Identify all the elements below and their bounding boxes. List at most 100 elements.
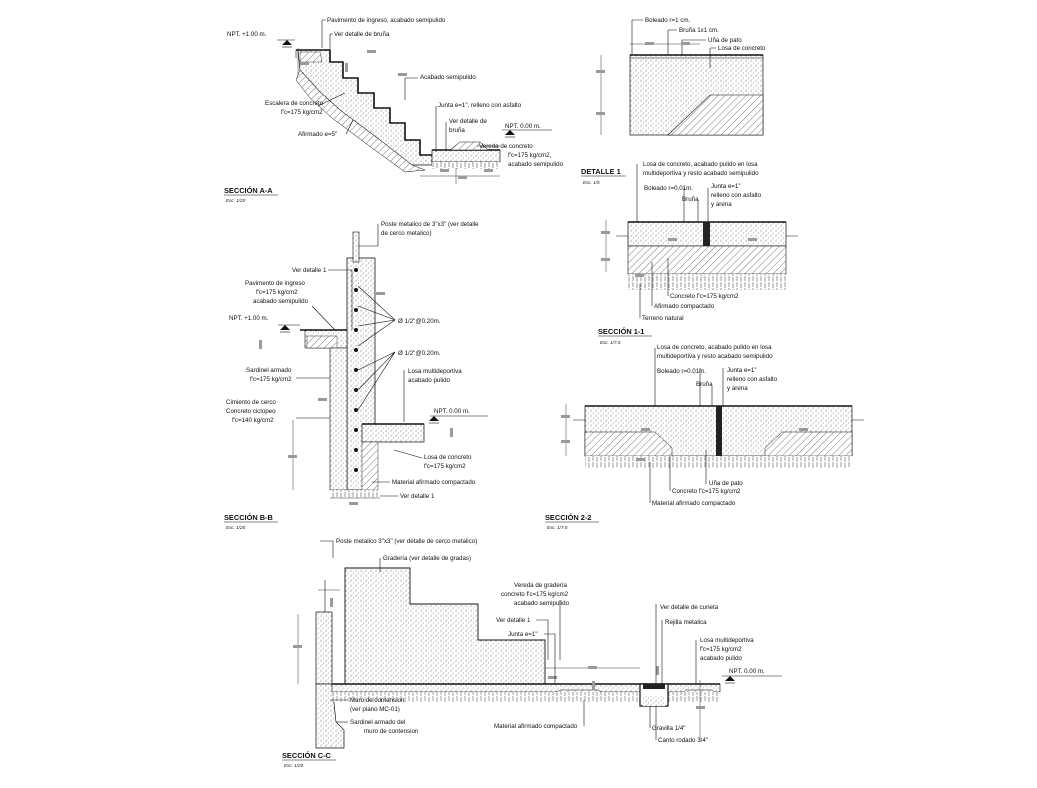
cc-label-muro-1: Muro de contension [350, 697, 405, 704]
cc-label-vereda-3: acabado semipulido [514, 600, 570, 607]
aa-label-vereda-1: Vereda de concreto [479, 143, 533, 150]
bb-npt-bottom: NPT. 0.00 m. [434, 408, 470, 415]
bb-label-ver-detalle-1: Ver detalle 1 [292, 267, 327, 274]
s22-label-junta-3: y arena [727, 385, 748, 392]
aa-label-vereda-3: acabado semipulido [508, 161, 564, 168]
s11-label-losa-1: Losa de concreto, acabado pulido en losa [643, 161, 758, 168]
aa-npt-bottom: NPT. 0.00 m. [505, 123, 541, 130]
cc-label-canto: Canto rodado 3/4" [658, 737, 708, 744]
stair-afirmado [295, 69, 426, 173]
aa-title: SECCIÓN A-A [224, 186, 273, 195]
cc-muro [315, 611, 333, 685]
s22-label-junta-1: Junta e=1" [727, 367, 757, 374]
bb-label-sardinel-2: f'c=175 kg/cm2 [250, 376, 292, 383]
bb-scale: Esc. 1/20 [226, 525, 246, 530]
cc-scale: Esc. 1/20 [284, 763, 304, 768]
vereda-concrete [431, 149, 501, 163]
bb-npt-top: NPT. +1.00 m. [229, 315, 269, 322]
s11-scale: Esc. 1/7.5 [600, 340, 621, 345]
cc-label-sard-1: Sardinel armado del [350, 719, 405, 726]
s22-label-una: Uña de pato [709, 480, 743, 487]
aa-label-afirmado: Afirmado e=5" [298, 131, 337, 138]
aa-label-junta: Junta e=1", relleno con asfalto [438, 102, 522, 109]
s22-label-concreto: Concreto f'c=175 kg/cm2 [672, 488, 741, 495]
cc-label-ver-detalle-1: Ver detalle 1 [496, 617, 531, 624]
cc-label-cuneta: Ver detalle de cuneta [660, 604, 719, 611]
bb-label-losa-c-1: Losa de concreto [424, 454, 472, 461]
s11-label-boleado: Boleado r=0.01m. [644, 185, 693, 192]
cc-label-poste: Poste metalico 3"x3" (ver detalle de cer… [336, 538, 477, 545]
s22-label-junta-2: relleno con asfalto [727, 376, 778, 383]
bb-label-ver-detalle-1b: Ver detalle 1 [400, 493, 435, 500]
bb-label-material: Material afirmado compactado [392, 479, 476, 486]
section-b-b: Poste metalico de 3"x3" (ver detalle de … [224, 221, 488, 530]
cc-label-material: Material afirmado compactado [494, 723, 578, 730]
cc-label-junta: Junta e=1" [508, 631, 538, 638]
section-c-c: Poste metalico 3"x3" (ver detalle de cer… [282, 538, 782, 768]
d1-scale: Esc. 1/5 [583, 180, 600, 185]
aa-label-bruna: Ver detalle de bruña [334, 31, 390, 38]
cc-label-losa-2: f'c=175 kg/cm2 [700, 646, 742, 653]
s11-label-bruna: Bruña [682, 196, 699, 203]
s22-label-boleado: Boleado r=0.01m. [657, 368, 706, 375]
cc-label-vereda-1: Vereda de gradería [514, 582, 568, 589]
s11-label-junta-3: y arena [711, 201, 732, 208]
cc-label-vereda-2: concreto f'c=175 kg/cm2 [501, 591, 569, 598]
s22-scale: Esc. 1/7.5 [547, 525, 568, 530]
bb-label-poste-2: de cerco metalico) [381, 230, 432, 237]
cc-label-gravilla: Gravilla 1/4" [652, 725, 686, 732]
cc-title: SECCIÓN C-C [282, 751, 332, 760]
section-2-2: Losa de concreto, acabado pulido en losa… [545, 344, 864, 530]
s22-label-losa-2: multideportiva y resto acabado semipulid… [657, 353, 773, 360]
s22-label-bruna: Bruña [696, 381, 713, 388]
s11-label-losa-2: multideportiva y resto acabado semipulid… [643, 170, 759, 177]
s11-label-junta-1: Junta e=1" [711, 183, 741, 190]
s11-label-junta-2: relleno con asfalto [711, 192, 762, 199]
bb-label-losa-md-2: acabado pulido [408, 377, 451, 384]
bb-label-losa-c-2: f'c=175 kg/cm2 [424, 463, 466, 470]
cc-label-rejilla: Rejilla metalica [665, 619, 707, 626]
bb-title: SECCIÓN B-B [224, 513, 273, 522]
section-1-1: Losa de concreto, acabado pulido en losa… [598, 161, 798, 345]
s22-label-material: Material afirmado compactado [652, 500, 736, 507]
d1-label-bruna: Bruña 1x1 cm. [679, 27, 719, 34]
cc-label-graderia: Gradería (ver detalle de gradas) [383, 555, 471, 562]
bb-label-cim-1: Cimiento de cerco [226, 399, 276, 406]
bb-label-pav-3: acabado semipulido [253, 298, 309, 305]
d1-title: DETALLE 1 [581, 167, 621, 176]
bb-label-pav-2: f'c=175 kg/cm2 [256, 289, 298, 296]
cc-label-sard-2: muro de contension [364, 728, 419, 735]
s22-label-losa-1: Losa de concreto, acabado pulido en losa [657, 344, 772, 351]
s11-label-concreto: Concreto f'c=175 kg/cm2 [670, 293, 739, 300]
aa-label-acabado: Acabado semipulido [420, 74, 476, 81]
aa-npt-top: NPT. +1.00 m. [227, 31, 267, 38]
d1-label-losa: Losa de concreto [718, 45, 766, 52]
aa-label-escalera-2: f'c=175 kg/cm2 [281, 109, 323, 116]
bb-label-fi-1: Ø 1/2"@0.20m. [398, 318, 441, 325]
bb-label-fi-2: Ø 1/2"@0.20m. [398, 350, 441, 357]
detalle-1: Boleado r=1 cm. Bruña 1x1 cm. Uña de pat… [581, 17, 766, 185]
aa-label-ver-bruna-1: Ver detalle de [449, 118, 487, 125]
section-a-a: NPT. +1.00 m. NPT. 0.00 m. Pavimento de … [224, 17, 564, 203]
s11-label-afirmado: Afirmado compactado [654, 303, 715, 310]
d1-label-boleado: Boleado r=1 cm. [645, 17, 691, 24]
aa-label-pavimento: Pavimento de ingreso, acabado semipulido [327, 17, 446, 24]
s11-label-terreno: Terreno natural [642, 315, 684, 322]
bb-label-losa-md-1: Losa multideportiva [408, 368, 462, 375]
bb-label-cim-3: f'c=140 kg/cm2 [232, 417, 274, 424]
cc-label-losa-3: acabado pulido [700, 655, 743, 662]
stair-concrete [297, 49, 433, 166]
bb-label-cim-2: Concreto ciclopeo [226, 408, 276, 415]
bb-label-sardinel-1: Sardinel armado [246, 367, 292, 374]
d1-label-una: Uña de pato [708, 37, 742, 44]
bb-label-pav-1: Pavimento de ingreso [245, 280, 305, 287]
aa-label-ver-bruna-2: bruña [449, 127, 465, 134]
s22-title: SECCIÓN 2-2 [545, 513, 591, 522]
aa-label-escalera-1: Escalera de concreto [265, 100, 324, 107]
aa-scale: Esc. 1/20 [226, 198, 246, 203]
bb-label-poste-1: Poste metalico de 3"x3" (ver detalle [381, 221, 479, 228]
cc-npt: NPT. 0.00 m. [729, 668, 765, 675]
cc-label-losa-1: Losa multideportiva [700, 637, 754, 644]
s11-title: SECCIÓN 1-1 [598, 327, 644, 336]
